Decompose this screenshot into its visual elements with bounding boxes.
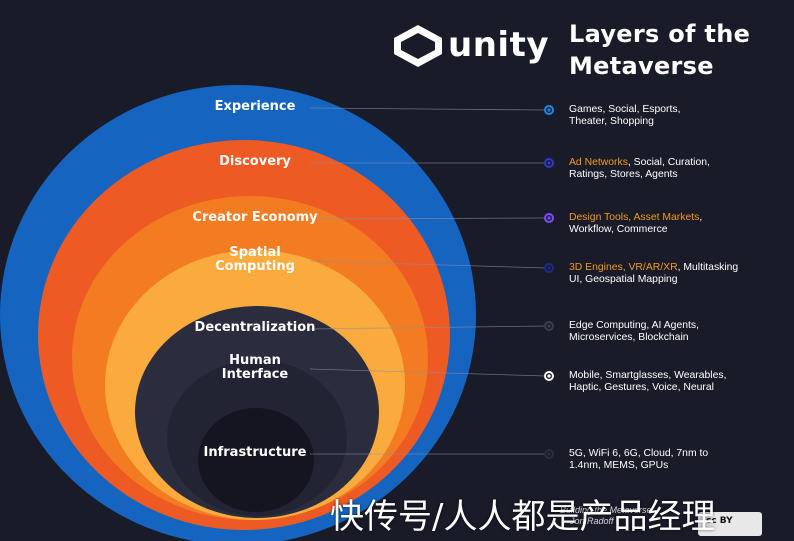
title-line-1: Layers of the xyxy=(569,20,751,48)
dot-center-human-interface xyxy=(547,374,551,378)
layer-description-decentralization: Edge Computing, AI Agents,Microservices,… xyxy=(569,320,699,343)
layer-label-decentralization: Decentralization xyxy=(194,320,316,335)
dot-center-decentralization xyxy=(547,324,551,328)
connector-decentralization xyxy=(309,325,547,330)
unity-logo-icon xyxy=(394,25,442,67)
dot-center-discovery xyxy=(547,161,551,165)
dot-center-creator-economy xyxy=(547,216,551,220)
dot-center-infrastructure xyxy=(547,452,551,456)
layer-description-human-interface: Mobile, Smartglasses, Wearables,Haptic, … xyxy=(569,370,727,393)
title-line-2: Metaverse xyxy=(569,52,714,80)
license-badge-text: cc BY xyxy=(706,516,733,526)
watermark: 快传号/人人都是产品经理 xyxy=(330,497,716,537)
license-badge xyxy=(698,512,762,536)
connector-spatial-computing xyxy=(309,260,547,269)
credit-line-2: Jon Radoff xyxy=(570,516,614,526)
credit: Building the Metaverse Jon Radoff xyxy=(560,505,652,527)
dot-center-spatial-computing xyxy=(547,266,551,270)
layer-label-discovery: Discovery xyxy=(219,154,291,169)
diagram-title: Layers of the Metaverse xyxy=(569,18,750,82)
connector-experience xyxy=(309,107,547,111)
credit-line-1: Building the Metaverse xyxy=(560,505,652,515)
layer-description-creator-economy: Design Tools, Asset Markets,Workflow, Co… xyxy=(569,212,703,235)
connector-human-interface xyxy=(309,368,547,377)
layer-label-creator-economy: Creator Economy xyxy=(192,210,318,225)
layer-description-experience: Games, Social, Esports,Theater, Shopping xyxy=(569,104,681,127)
ring-infrastructure xyxy=(198,408,314,512)
layer-description-discovery: Ad Networks, Social, Curation,Ratings, S… xyxy=(569,157,710,180)
unity-logo-text: unity xyxy=(448,25,549,65)
dot-center-experience xyxy=(547,108,551,112)
layer-label-experience: Experience xyxy=(214,99,296,114)
connector-creator-economy xyxy=(309,217,547,220)
layer-label-infrastructure: Infrastructure xyxy=(203,445,307,460)
